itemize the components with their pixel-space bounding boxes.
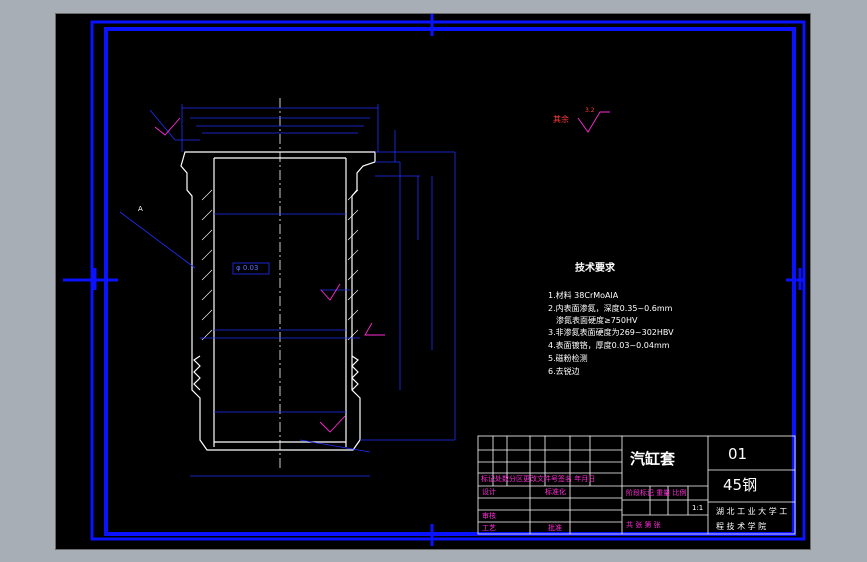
note-6: 6.去锐边 (548, 367, 580, 376)
roughness-value: 3.2 (585, 107, 595, 114)
school-line-1: 湖 北 工 业 大 学 工 (716, 507, 788, 516)
note-4: 4.表面镀铬，厚度0.03~0.04mm (548, 341, 670, 350)
notes-title: 技术要求 (575, 263, 615, 274)
drawing-sheet (55, 13, 811, 550)
roughness-symbols (154, 111, 610, 433)
note-3: 3.非渗氮表面硬度为269~302HBV (548, 328, 674, 337)
design-label: 设计 (482, 488, 496, 496)
section-label: A (138, 205, 143, 213)
school-line-2: 程 技 术 学 院 (716, 522, 767, 531)
centering-marks (63, 14, 804, 546)
dimension-lines (119, 104, 456, 477)
revision-header: 标记处数分区更改文件号签名 年月日 (481, 475, 596, 483)
part-name: 汽缸套 (630, 450, 676, 468)
stage-label: 阶段标记 重量 比例 (626, 489, 687, 497)
tolerance-frame: φ 0.03 (236, 264, 259, 272)
sheet-label: 共 张 第 张 (626, 521, 661, 529)
approve-label: 批准 (548, 524, 562, 532)
tolerance-frame-box (232, 262, 270, 275)
title-block-lines (477, 435, 796, 535)
review-label: 审核 (482, 512, 496, 520)
std-label: 标准化 (545, 488, 566, 496)
hatch (201, 189, 359, 341)
part-section (180, 98, 376, 470)
note-5: 5.磁粉检测 (548, 354, 588, 363)
process-label: 工艺 (482, 524, 496, 532)
scale: 1:1 (692, 504, 704, 512)
roughness-note: 其余 (553, 115, 569, 124)
inner-frame (104, 27, 796, 536)
note-2: 2.内表面渗氮，深度0.35~0.6mm (548, 304, 673, 313)
note-2b: 渗氮表面硬度≥750HV (556, 316, 638, 325)
outer-frame (90, 20, 806, 541)
drawing-number: 01 (728, 445, 748, 463)
note-1: 1.材料 38CrMoAlA (548, 291, 619, 300)
material: 45钢 (723, 476, 758, 494)
